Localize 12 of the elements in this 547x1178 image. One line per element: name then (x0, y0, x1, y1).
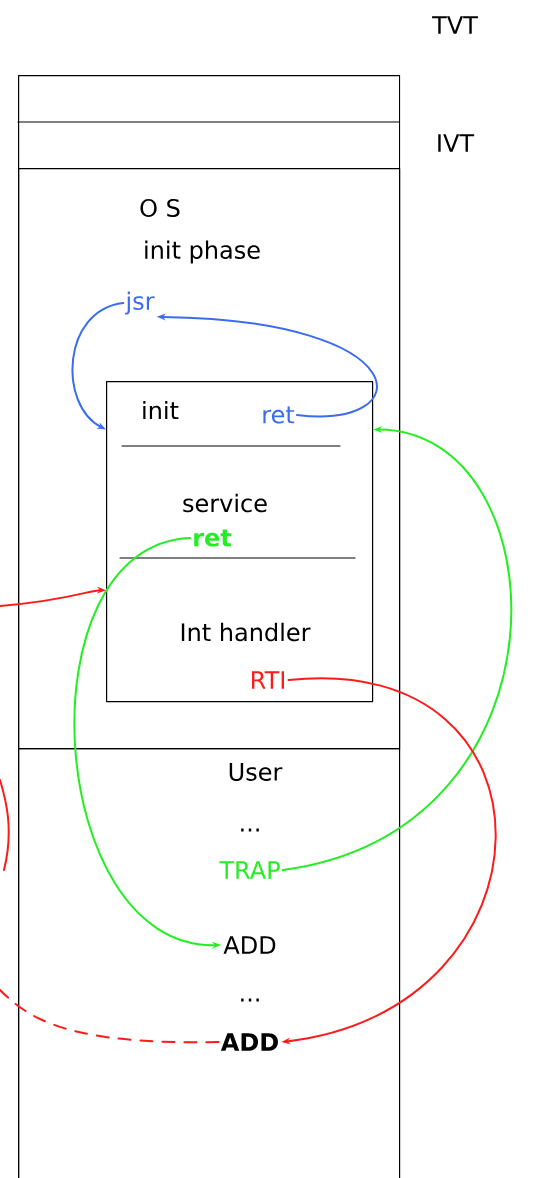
instruction-label: jsr (125, 291, 155, 315)
instruction-label: RTI (252, 671, 284, 689)
arrow (71, 302, 125, 430)
instruction-label: TRAP (219, 861, 280, 879)
instruction-label: ADD (220, 1033, 278, 1051)
memory-label: IVT (438, 134, 475, 152)
instruction-label: ADD (223, 936, 276, 954)
ellipsis: ... (241, 828, 259, 832)
ellipsis: ... (241, 998, 259, 1002)
instruction-label: ret (263, 406, 295, 424)
instruction-label: ret (194, 529, 232, 547)
memory-label: TVT (432, 16, 478, 34)
